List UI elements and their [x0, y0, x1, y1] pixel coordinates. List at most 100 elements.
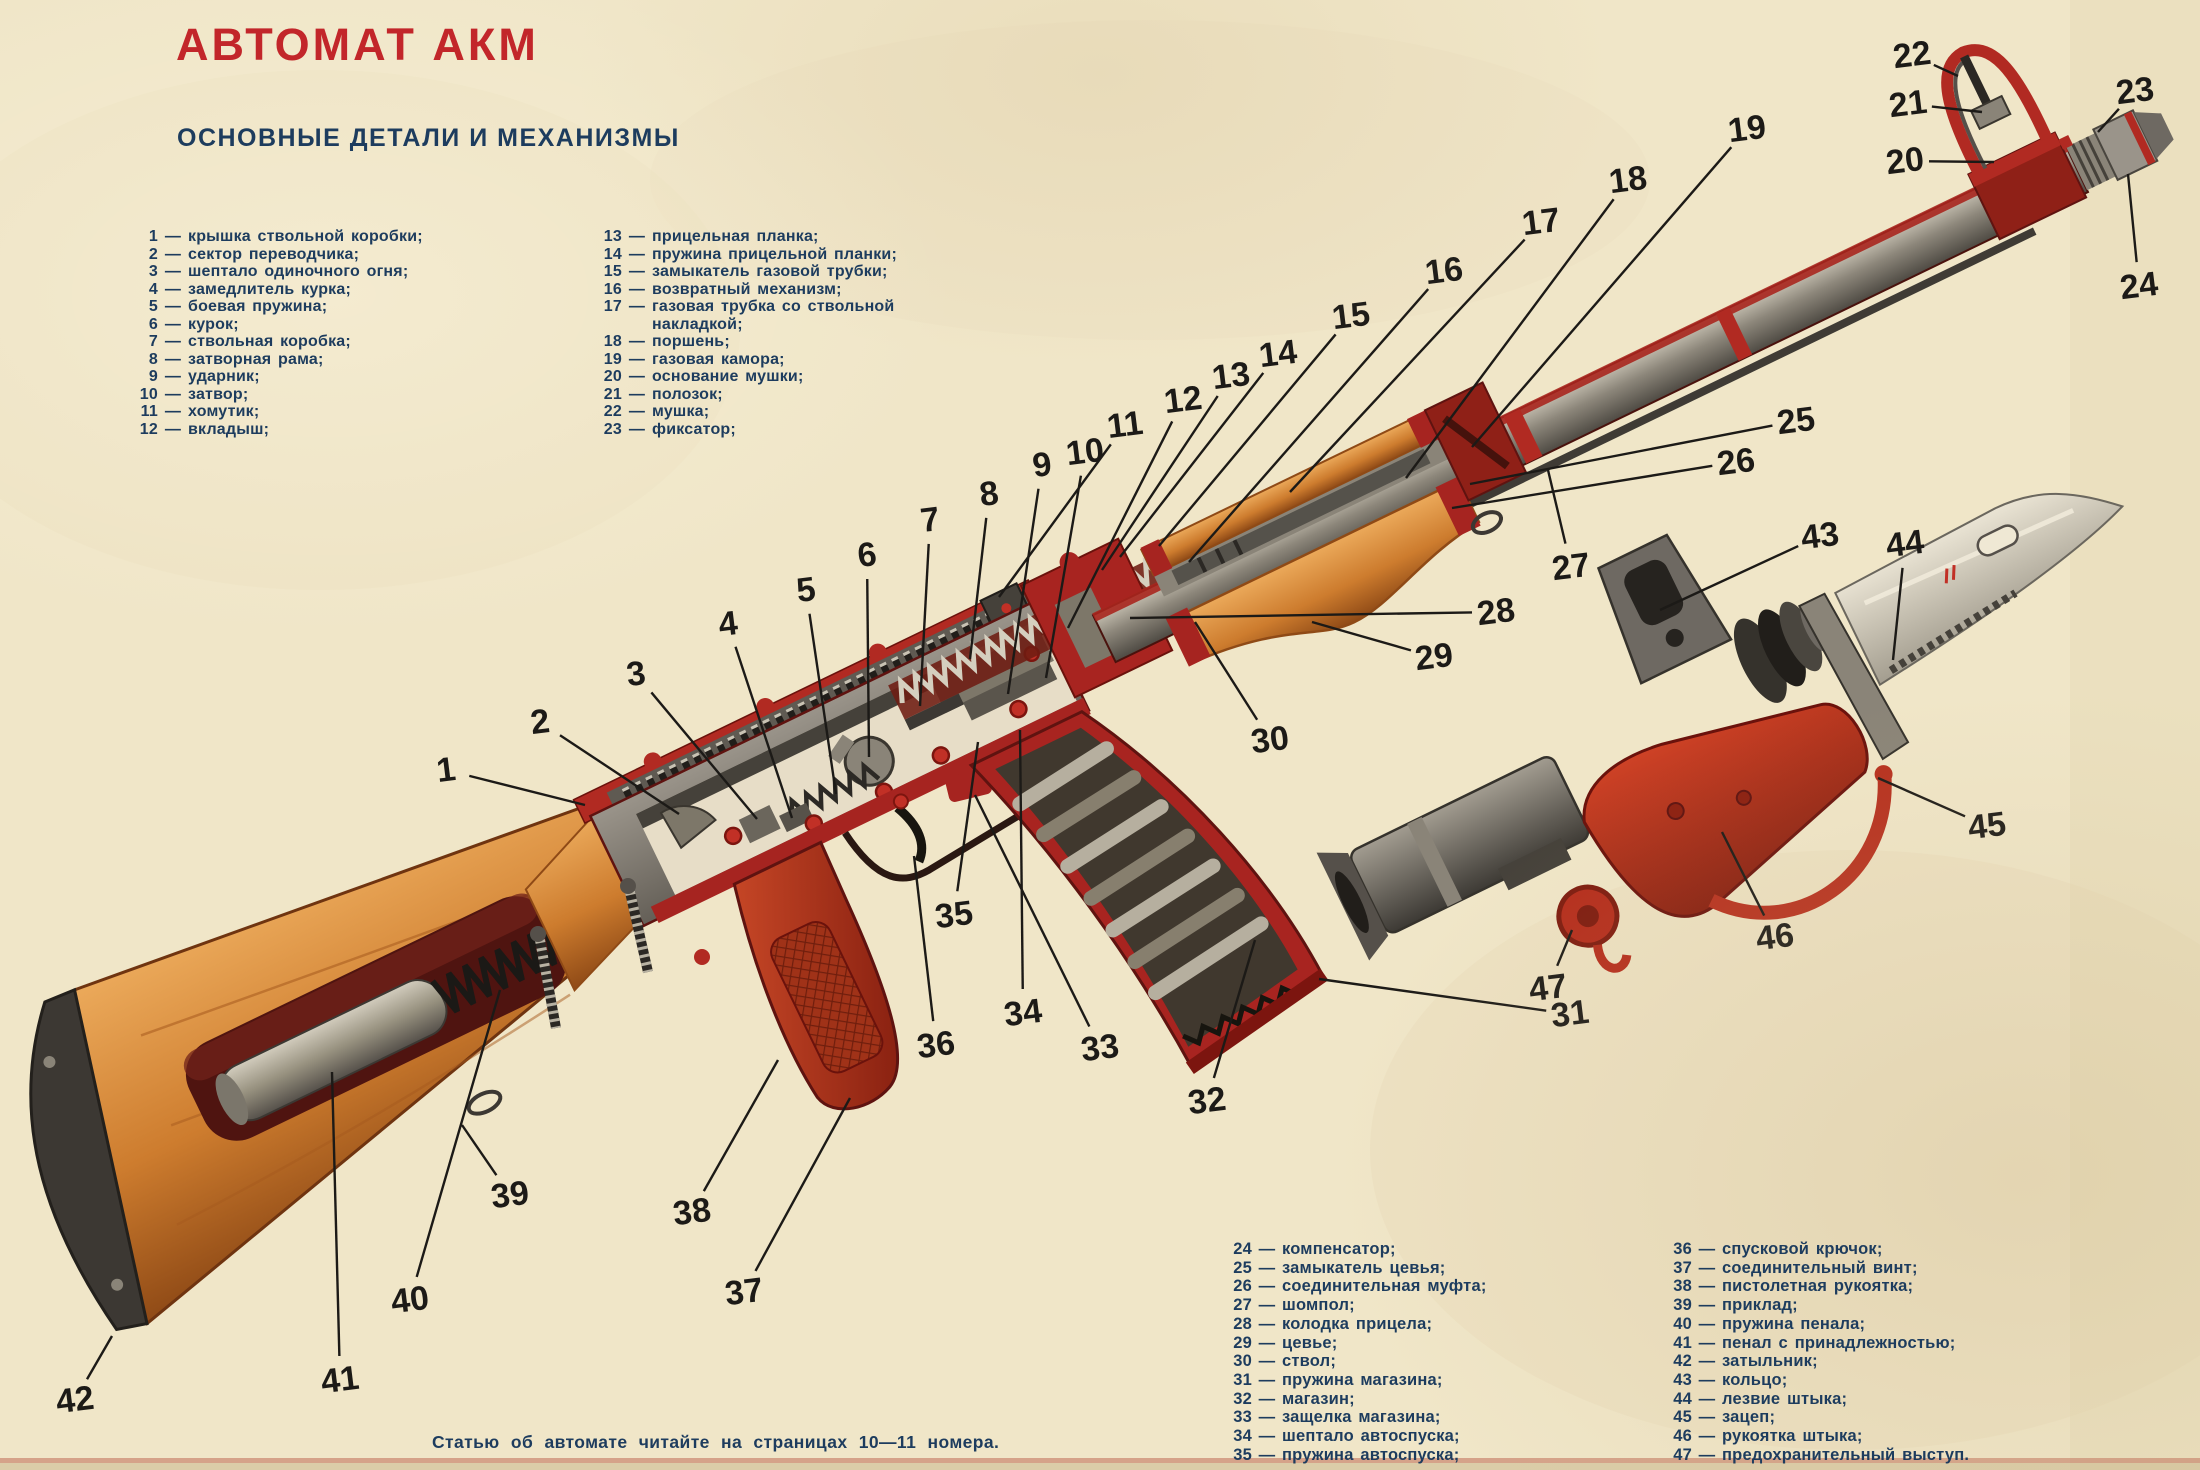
callout-line: [468, 774, 586, 807]
legend-label: компенсатор;: [1282, 1240, 1396, 1258]
legend-item-6: 6—курок;: [124, 316, 594, 334]
callout-number: 5: [794, 570, 817, 610]
legend-item-43: 43—кольцо;: [1658, 1371, 2198, 1390]
lower-handguard: [1169, 478, 1481, 665]
legend-label: замедлитель курка;: [188, 280, 352, 298]
callout-46: 46: [1720, 831, 1796, 958]
legend-dash: —: [1698, 1389, 1716, 1408]
magazine-floorplate: [1185, 968, 1329, 1075]
legend-item-11: 11—хомутик;: [124, 403, 594, 421]
bayonet-handle: [1582, 702, 1869, 918]
callout-33: 33: [973, 794, 1121, 1069]
callout-22: 22: [1891, 34, 1959, 78]
callout-5: 5: [794, 570, 838, 795]
legend-item-38: 38—пистолетная рукоятка;: [1658, 1277, 2198, 1296]
legend-label: спусковой крючок;: [1722, 1240, 1883, 1258]
legend-dash: —: [1258, 1333, 1276, 1352]
legend-dash: —: [1698, 1240, 1716, 1258]
legend-dash: —: [1258, 1445, 1276, 1464]
callout-23: 23: [2097, 70, 2156, 133]
callout-9: 9: [1006, 445, 1054, 695]
legend-item-31: 31—пружина магазина;: [1218, 1371, 1678, 1390]
callout-31: 31: [1318, 977, 1591, 1035]
legend-dash: —: [628, 350, 646, 368]
legend-dash: —: [164, 315, 182, 333]
legend-dash: —: [1258, 1389, 1276, 1408]
callout-26: 26: [1451, 441, 1757, 510]
legend-dash: —: [1258, 1427, 1276, 1446]
legend-num: 35: [1233, 1445, 1252, 1464]
legend-item-5: 5—боевая пружина;: [124, 298, 594, 316]
callout-number: 16: [1423, 250, 1465, 292]
callout-line: [754, 1097, 852, 1272]
legend-label: замыкатель цевья;: [1282, 1258, 1446, 1277]
callout-line: [808, 613, 838, 795]
butt-plate-screw: [111, 1278, 124, 1291]
legend-dash: —: [628, 245, 646, 263]
legend-dash: —: [1698, 1445, 1716, 1464]
callout-number: 32: [1186, 1080, 1228, 1122]
legend-item-12: 12—вкладыш;: [124, 421, 594, 439]
legend-label: полозок;: [652, 385, 723, 403]
butt-plate: [29, 987, 149, 1332]
legend-item-8: 8—затворная рама;: [124, 351, 594, 369]
callout-line: [1318, 977, 1547, 1012]
callout-37: 37: [723, 1097, 852, 1313]
callout-line: [1891, 567, 1904, 661]
legend-item-45: 45—зацеп;: [1658, 1408, 2198, 1427]
legend-dash: —: [628, 228, 646, 245]
legend-item-37: 37—соединительный винт;: [1658, 1259, 2198, 1278]
callout-line: [1193, 621, 1259, 721]
legend-dash: —: [1698, 1408, 1716, 1427]
legend-item-20: 20—основание мушки;: [588, 368, 1088, 386]
legend-dash: —: [164, 245, 182, 263]
legend-dash: —: [1258, 1240, 1276, 1258]
legend-label: пружина автоспуска;: [1282, 1445, 1460, 1464]
legend-num: 9: [148, 368, 158, 385]
legend-item-4: 4—замедлитель курка;: [124, 281, 594, 299]
legend-label: затвор;: [188, 385, 249, 403]
rear-sling-swivel: [466, 1089, 503, 1116]
callout-line: [1212, 939, 1257, 1079]
legend-dash: —: [164, 333, 182, 350]
legend-num: 18: [603, 333, 622, 350]
callout-line: [1471, 146, 1733, 448]
case-spring: [430, 925, 558, 1014]
legend-dash: —: [1698, 1333, 1716, 1352]
legend-item-7: 7—ствольная коробка;: [124, 333, 594, 351]
legend-item-21: 21—полозок;: [588, 386, 1088, 404]
callout-number: 27: [1550, 546, 1592, 588]
legend-num: 42: [1673, 1352, 1692, 1371]
callout-2: 2: [528, 702, 680, 816]
legend-item-10: 10—затвор;: [124, 386, 594, 404]
legend-label: ствол;: [1282, 1352, 1337, 1371]
legend-dash: —: [1258, 1314, 1276, 1333]
bayonet-guard: [1797, 592, 1910, 761]
legend-label: ствольная коробка;: [188, 333, 351, 350]
legend-dash: —: [1698, 1296, 1716, 1315]
legend-group-4: 36—спусковой крючок;37—соединительный ви…: [1658, 1240, 2198, 1464]
cartridges: [1012, 741, 1269, 1001]
callout-line: [330, 1071, 341, 1357]
legend-label: хомутик;: [188, 403, 260, 420]
legend-num: 47: [1673, 1445, 1692, 1464]
legend-item-32: 32—магазин;: [1218, 1390, 1678, 1409]
callout-line: [1556, 929, 1574, 967]
bolt: [963, 661, 1058, 721]
callout-number: 46: [1754, 916, 1796, 958]
bayonet-ring: [1624, 559, 1684, 626]
legend-item-19: 19—газовая камора;: [588, 351, 1088, 369]
legend-num: 34: [1233, 1427, 1252, 1446]
legend-num: 40: [1673, 1314, 1692, 1333]
legend-label: фиксатор;: [652, 420, 736, 438]
callout-4: 4: [716, 604, 794, 819]
legend-dash: —: [628, 280, 646, 298]
legend-num: 10: [139, 385, 158, 403]
legend-label: сектор переводчика;: [188, 245, 360, 263]
legend-label: магазин;: [1282, 1389, 1355, 1408]
legend-label: боевая пружина;: [188, 298, 328, 315]
callout-line: [1877, 776, 1966, 818]
blade-arsenal-mark: [1944, 565, 1956, 584]
legend-dash: —: [628, 420, 646, 438]
